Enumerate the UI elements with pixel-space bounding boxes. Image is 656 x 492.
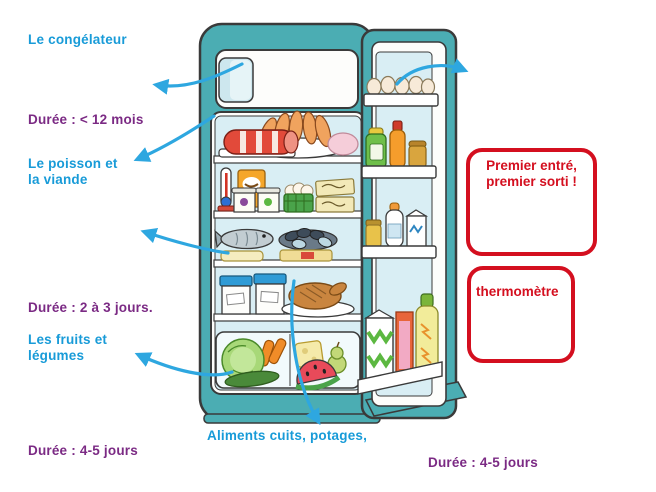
raw-meat (327, 132, 359, 156)
sauce-bottle (389, 120, 406, 169)
freezer-compartment (215, 49, 359, 109)
callout-premier-line2: premier sorti ! (486, 174, 577, 189)
fish (214, 228, 274, 250)
egg-basket (283, 182, 314, 213)
leftovers-shelf (219, 273, 355, 318)
label-poisson-line2: la viande (28, 172, 88, 187)
label-duree-congelateur: Durée : < 12 mois (28, 112, 144, 127)
arrow-eggs-fifo (395, 58, 469, 86)
mussels (278, 227, 338, 251)
arrow-freezer (152, 62, 244, 95)
butter-packs (315, 178, 355, 213)
door-condiment-shelf (361, 120, 437, 179)
cheese-slab (279, 249, 333, 262)
dairy-shelf (217, 167, 355, 213)
storage-box-1 (219, 275, 253, 315)
fridge-door (357, 28, 468, 420)
arrows (133, 58, 469, 426)
roast-chicken (281, 282, 355, 318)
jam-jar (408, 140, 427, 168)
label-poisson-viande: Le poisson et la viande (28, 156, 118, 188)
pear (327, 341, 347, 374)
label-congelateur: Le congélateur (28, 32, 127, 47)
storage-box-2 (253, 273, 287, 315)
watermelon (295, 359, 341, 391)
label-fruits-legumes: Les fruits et légumes (28, 332, 107, 364)
label-fruits-line1: Les fruits et (28, 332, 108, 347)
label-fruits-line2: légumes (28, 348, 85, 363)
butter-slab (220, 250, 264, 262)
callout-premier-entre: Premier entré, premier sorti ! (466, 148, 597, 256)
pickle-jar (365, 127, 387, 169)
callout-thermometre-text: thermomètre (476, 284, 559, 299)
yogurt-pots (231, 187, 281, 213)
honey-jar (365, 219, 382, 248)
label-poisson-line1: Le poisson et (28, 156, 118, 171)
juice-carton (363, 309, 396, 381)
arrow-meat-shelf (133, 114, 216, 162)
label-duree-poisson: Durée : 2 à 3 jours. (28, 300, 153, 315)
callout-premier-line1: Premier entré, (486, 158, 577, 173)
label-aliments-cuits: Aliments cuits, potages, (207, 428, 368, 443)
cucumber (224, 370, 280, 388)
milk-carton (405, 209, 429, 248)
ham-roll (223, 129, 299, 155)
label-duree-aliments: Durée : 4-5 jours (428, 455, 538, 470)
callout-thermometre: thermomètre (467, 266, 575, 363)
oil-bottle (415, 293, 439, 379)
fridge-cabinet (198, 22, 381, 424)
door-bottle-shelf (361, 202, 437, 259)
vegetable-drawer (215, 331, 361, 391)
arrow-cooked-food (290, 279, 321, 426)
arrow-fish-shelf (140, 227, 230, 255)
thermometer (217, 167, 236, 212)
label-duree-fruits: Durée : 4-5 jours (28, 443, 138, 458)
arrow-vegetable-drawer (134, 352, 234, 377)
door-bottom-shelf (357, 293, 443, 395)
meat-shelf (218, 110, 359, 159)
fish-shelf (214, 227, 338, 262)
